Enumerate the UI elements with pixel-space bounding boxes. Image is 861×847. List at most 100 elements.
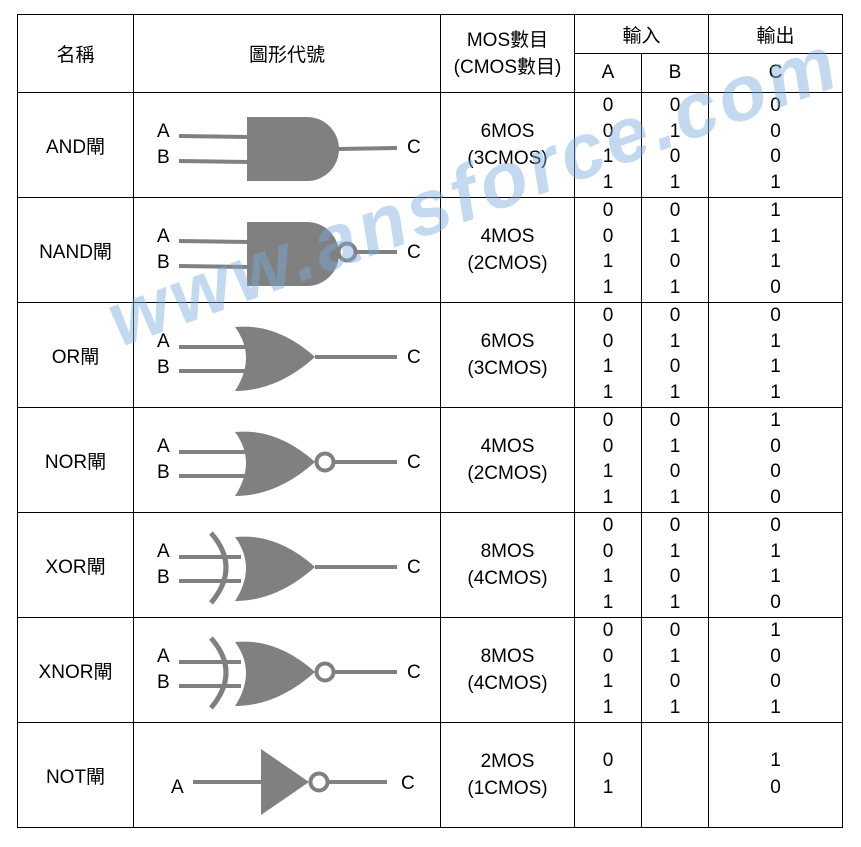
pin-c-label: C xyxy=(407,137,421,158)
gate-symbol: A B C xyxy=(133,512,441,618)
mos-value: 4MOS xyxy=(480,436,535,457)
gate-name: AND閘 xyxy=(17,92,134,198)
truth-value-c: 0 xyxy=(770,146,781,167)
truth-value-b: 0 xyxy=(669,515,681,536)
truth-value-b: 0 xyxy=(669,251,681,272)
truth-value-a: 0 xyxy=(602,749,614,771)
truth-value-a: 0 xyxy=(602,515,614,536)
truth-value-b: 0 xyxy=(669,146,681,167)
pin-a-label: A xyxy=(157,436,170,457)
mos-value: 2MOS xyxy=(480,751,535,772)
logic-gate-table: 名稱 圖形代號 MOS數目 (CMOS數目) 輸入 輸出 A B C AND閘 … xyxy=(17,14,844,828)
truth-value-b: 0 xyxy=(669,566,681,587)
truth-value-b: 0 xyxy=(669,200,681,221)
truth-value-b: 1 xyxy=(669,381,681,403)
truth-value-a: 0 xyxy=(602,225,614,247)
truth-value-b: 1 xyxy=(669,120,681,142)
header-name: 名稱 xyxy=(17,14,134,93)
gate-symbol: A B C xyxy=(133,407,441,513)
gate-symbol: A B C xyxy=(133,92,441,198)
truth-value-b: 0 xyxy=(669,305,681,326)
nand-gate-icon: A B C xyxy=(137,200,437,300)
cmos-value: (4CMOS) xyxy=(467,673,548,694)
pin-c-label: C xyxy=(407,662,421,683)
header-mos-line2: (CMOS數目) xyxy=(453,56,562,78)
gate-symbol: A C xyxy=(133,722,441,828)
truth-value-a: 0 xyxy=(602,305,614,326)
truth-value-a: 1 xyxy=(602,171,614,193)
cmos-value: (3CMOS) xyxy=(467,148,548,169)
truth-value-b: 1 xyxy=(669,645,681,667)
truth-value-a: 0 xyxy=(602,435,614,457)
truth-value-b: 1 xyxy=(669,486,681,508)
header-col-b: B xyxy=(640,53,710,93)
pin-a-label: A xyxy=(171,777,184,798)
gate-name: NAND閘 xyxy=(17,197,134,303)
truth-value-a: 1 xyxy=(602,146,614,167)
truth-value-a: 1 xyxy=(602,461,614,482)
truth-value-b: 0 xyxy=(669,461,681,482)
pin-c-label: C xyxy=(407,347,421,368)
pin-c-label: C xyxy=(401,773,415,794)
mos-count: 4MOS (2CMOS) xyxy=(440,197,575,303)
gate-symbol: A B C xyxy=(133,197,441,303)
header-col-a: A xyxy=(574,53,642,93)
truth-value-b: 0 xyxy=(669,410,681,431)
truth-value-c: 0 xyxy=(770,776,781,798)
truth-value-c: 0 xyxy=(770,435,781,457)
truth-value-a: 0 xyxy=(602,620,614,641)
truth-value-a: 1 xyxy=(602,251,614,272)
pin-a-label: A xyxy=(157,646,170,667)
pin-b-label: B xyxy=(157,357,170,378)
mos-count: 4MOS (2CMOS) xyxy=(440,407,575,513)
gate-name: NOR閘 xyxy=(17,407,134,513)
truth-value-a: 1 xyxy=(602,696,614,718)
truth-value-b: 1 xyxy=(669,330,681,352)
pin-b-label: B xyxy=(157,462,170,483)
pin-c-label: C xyxy=(407,452,421,473)
truth-value-a: 0 xyxy=(602,200,614,221)
pin-a-label: A xyxy=(157,121,170,142)
truth-value-c: 1 xyxy=(770,696,781,718)
truth-value-c: 0 xyxy=(770,591,781,613)
truth-value-c: 1 xyxy=(770,410,781,431)
truth-value-c: 1 xyxy=(770,200,781,221)
truth-value-c: 1 xyxy=(770,381,781,403)
header-mos: MOS數目 (CMOS數目) xyxy=(440,14,575,93)
truth-value-c: 1 xyxy=(770,540,781,562)
pin-b-label: B xyxy=(157,147,170,168)
header-col-c: C xyxy=(708,53,844,93)
truth-value-b: 0 xyxy=(669,620,681,641)
truth-value-a: 1 xyxy=(602,591,614,613)
truth-value-c: 1 xyxy=(770,356,781,377)
truth-value-a: 1 xyxy=(602,381,614,403)
truth-value-c: 0 xyxy=(770,95,781,116)
truth-value-b: 1 xyxy=(669,171,681,193)
truth-value-c: 1 xyxy=(770,171,781,193)
mos-count: 8MOS (4CMOS) xyxy=(440,617,575,723)
gate-name: XNOR閘 xyxy=(17,617,134,723)
mos-count: 6MOS (3CMOS) xyxy=(440,92,575,198)
truth-value-a: 1 xyxy=(602,486,614,508)
pin-c-label: C xyxy=(407,557,421,578)
truth-value-c: 0 xyxy=(770,120,781,142)
cmos-value: (2CMOS) xyxy=(467,253,548,274)
mos-count: 6MOS (3CMOS) xyxy=(440,302,575,408)
truth-value-b: 0 xyxy=(669,95,681,116)
gate-name: XOR閘 xyxy=(17,512,134,618)
or-gate-icon: A B C xyxy=(137,305,437,405)
